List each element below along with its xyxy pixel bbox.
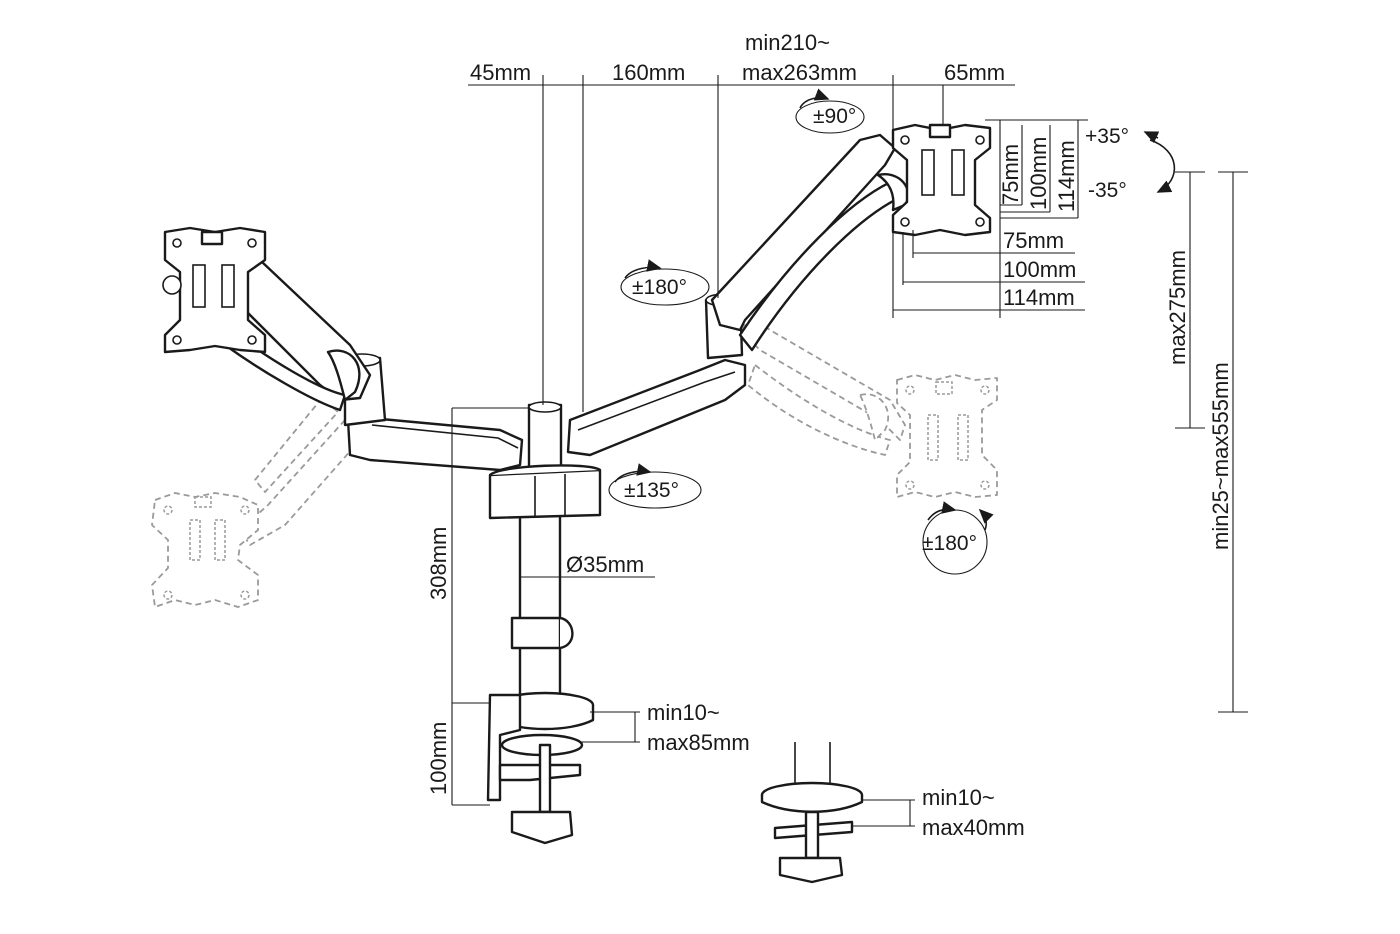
dim-65: 65mm [944,60,1005,85]
labels: 45mm 160mm min210~ max263mm 65mm ±90° ±1… [426,30,1233,840]
rotate-90-arrow-icon [795,100,865,134]
dimension-lines [451,75,1248,827]
pole [510,401,574,697]
grommet-clamp [760,742,864,884]
grommet-max40: max40mm [922,815,1025,840]
rotate-180-arm-arrow-icon [620,268,710,306]
central-hub [488,464,602,520]
clamp-max85: max85mm [647,730,750,755]
pole-diameter: Ø35mm [566,552,644,577]
height-range: min25~max555mm [1208,362,1233,550]
grommet-min10: min10~ [922,785,995,810]
dim-160: 160mm [612,60,685,85]
dim-max263: max263mm [742,60,857,85]
left-arm [162,226,524,472]
right-arm [566,123,992,457]
rot-90-label: ±90° [813,105,856,128]
pole-308: 308mm [426,527,451,600]
vesa-h-100: 100mm [1003,257,1076,282]
rotate-135-arrow-icon [608,471,702,509]
vesa-h-75: 75mm [1003,228,1064,253]
clamp-min10: min10~ [647,700,720,725]
tilt-arrow-icon [1149,139,1176,193]
vesa-v-114: 114mm [1054,140,1079,212]
rotation-arrows [608,88,1176,575]
vesa-v-75: 75mm [998,144,1023,205]
dim-min210: min210~ [745,30,830,55]
rot-135-label: ±135° [624,479,679,502]
c-clamp [486,691,595,845]
dim-45: 45mm [470,60,531,85]
ghost-right-monitor [739,317,998,498]
clamp-100: 100mm [426,722,451,795]
ghost-left-monitor [151,397,361,608]
rot-180-panel-label: ±180° [922,532,977,555]
vesa-h-114: 114mm [1003,285,1075,310]
height-max275: max275mm [1165,250,1190,365]
tilt-up-label: +35° [1085,125,1129,148]
rot-180-arm-label: ±180° [632,276,687,299]
tilt-down-label: -35° [1088,179,1127,202]
vesa-v-100: 100mm [1026,137,1051,210]
